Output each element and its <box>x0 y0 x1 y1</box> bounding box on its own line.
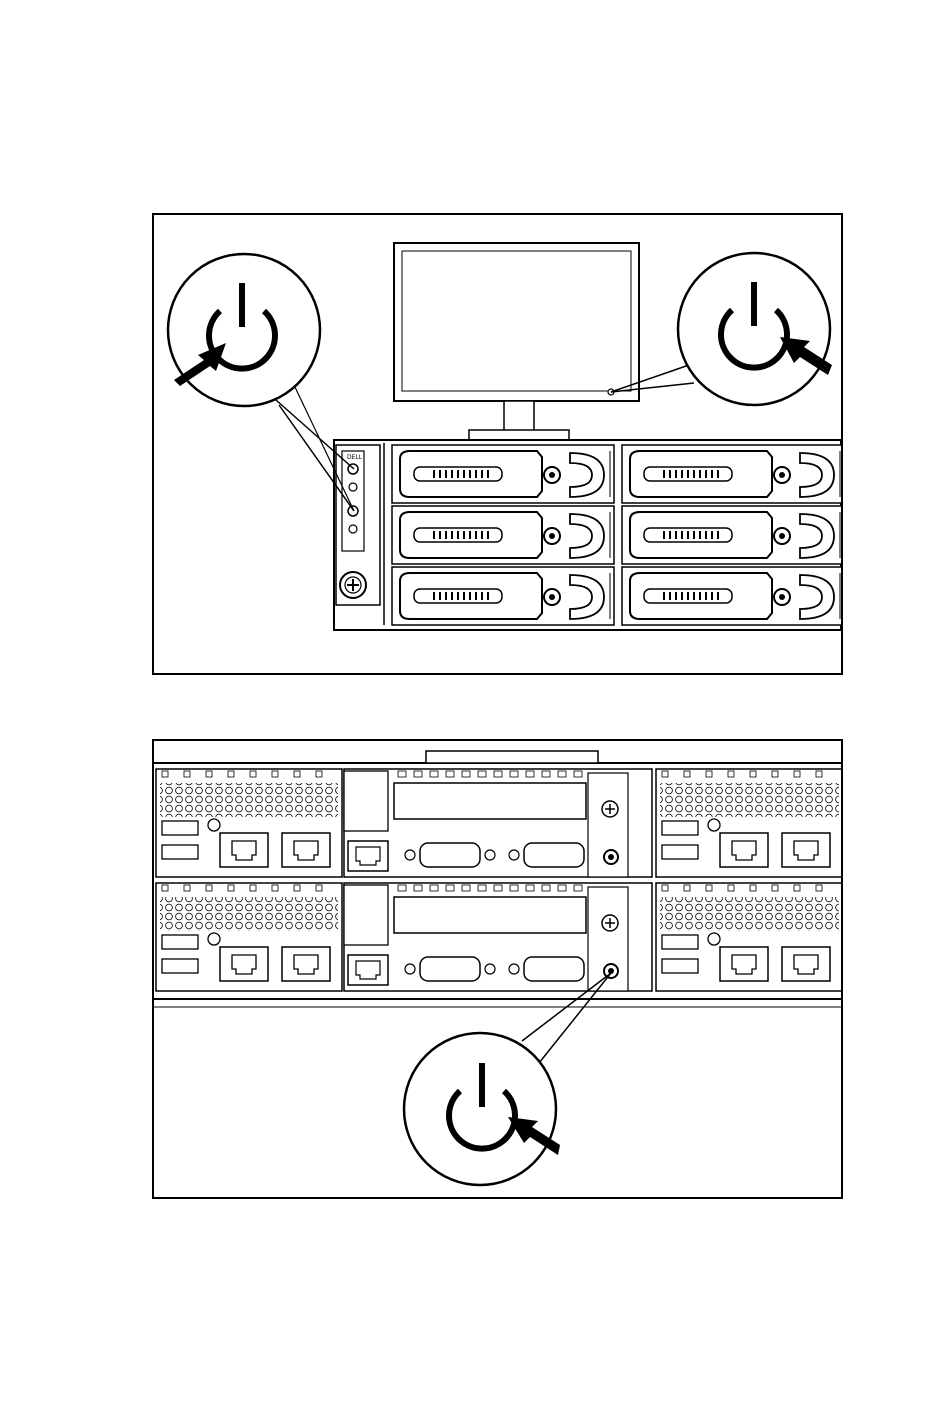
node-left <box>156 883 342 991</box>
monitor <box>394 243 639 440</box>
callout-monitor-power <box>611 253 832 405</box>
node-center-io <box>344 769 652 877</box>
drive-carrier[interactable] <box>392 445 614 503</box>
serial-port[interactable] <box>420 957 480 981</box>
node-center-io <box>344 883 652 991</box>
vga-port[interactable] <box>524 843 584 867</box>
front-view-figure: DELL <box>152 213 843 675</box>
callout-node-power <box>404 973 611 1185</box>
pcie-slot-cover <box>394 783 586 819</box>
drive-carrier[interactable] <box>622 445 841 503</box>
usb-port[interactable] <box>662 959 698 973</box>
usb-port[interactable] <box>162 821 198 835</box>
usb-port[interactable] <box>162 935 198 949</box>
node-right <box>656 883 841 991</box>
front-panel-logo: DELL <box>347 454 363 461</box>
pcie-slot-cover <box>394 897 586 933</box>
usb-port[interactable] <box>662 821 698 835</box>
drive-carrier[interactable] <box>622 567 841 625</box>
rear-view-figure <box>152 739 843 1199</box>
drive-carrier[interactable] <box>622 506 841 564</box>
usb-port[interactable] <box>162 845 198 859</box>
drive-carrier[interactable] <box>392 567 614 625</box>
front-view-drawing: DELL <box>154 215 841 673</box>
serial-port[interactable] <box>420 843 480 867</box>
drive-carrier[interactable] <box>392 506 614 564</box>
rear-view-drawing <box>154 741 841 1197</box>
node-left <box>156 769 342 877</box>
server-nodes <box>156 769 841 991</box>
vga-port[interactable] <box>524 957 584 981</box>
usb-port[interactable] <box>662 935 698 949</box>
usb-port[interactable] <box>162 959 198 973</box>
callout-server-power <box>168 254 354 511</box>
node-right <box>656 769 841 877</box>
usb-port[interactable] <box>662 845 698 859</box>
